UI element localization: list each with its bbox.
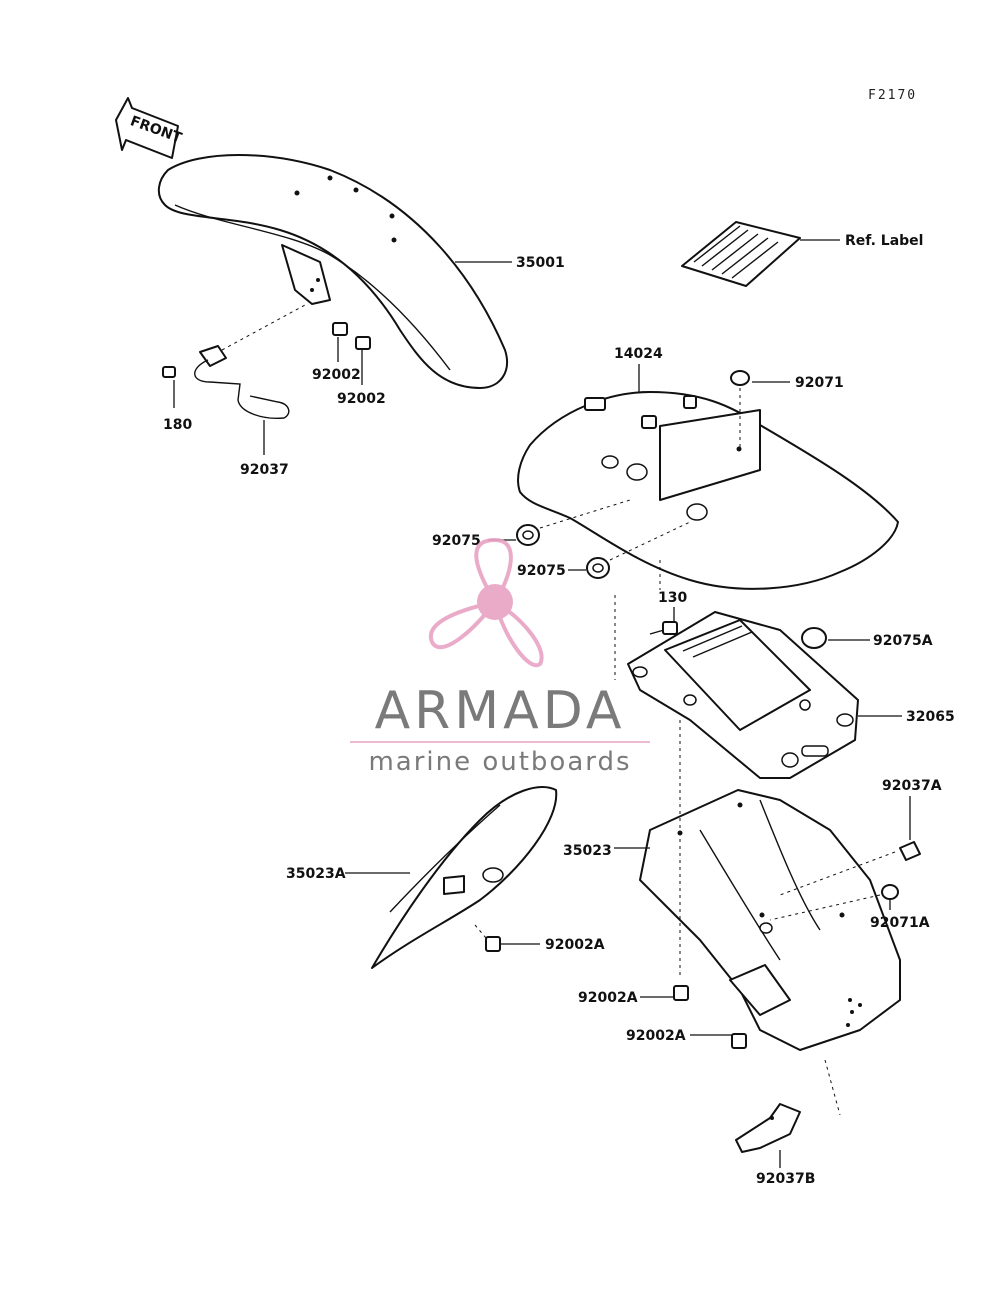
clamp-92037B xyxy=(735,1103,801,1168)
bolt-92002A-b xyxy=(640,985,689,1001)
side-cover-35023A xyxy=(345,786,558,969)
inner-fender-35023 xyxy=(614,720,901,1116)
bolt-92002-a xyxy=(332,322,348,362)
callout-92002A-b: 92002A xyxy=(578,990,638,1006)
grommet-92075-b xyxy=(568,557,610,579)
clip-92037A xyxy=(779,796,921,896)
wire-clamp-92037 xyxy=(194,345,290,455)
callout-ref-label: Ref. Label xyxy=(845,233,923,249)
ref-label-sticker xyxy=(681,221,840,287)
fender-bracket-32065 xyxy=(627,611,902,779)
propeller-icon xyxy=(428,537,544,668)
grommet-92071A xyxy=(769,884,899,921)
callout-92002-b: 92002 xyxy=(337,391,386,407)
front-fender xyxy=(157,154,508,389)
callout-35023A: 35023A xyxy=(286,866,346,882)
callout-92075-a: 92075 xyxy=(432,533,481,549)
watermark-tagline: marine outboards xyxy=(368,747,631,777)
callout-92037: 92037 xyxy=(240,462,289,478)
bolt-92002-b xyxy=(355,336,371,385)
grommet-92071 xyxy=(730,370,790,448)
callout-35001: 35001 xyxy=(516,255,565,271)
bolt-92002A-a xyxy=(474,924,540,952)
callout-92037B: 92037B xyxy=(756,1171,815,1187)
callout-92002A-c: 92002A xyxy=(626,1028,686,1044)
watermark-brand: ARMADA xyxy=(375,681,626,741)
front-arrow: FRONT xyxy=(115,97,184,159)
callout-92002-a: 92002 xyxy=(312,367,361,383)
callout-130: 130 xyxy=(658,590,687,606)
callout-92075-b: 92075 xyxy=(517,563,566,579)
cap-92075A xyxy=(801,627,870,649)
callout-14024: 14024 xyxy=(614,346,663,362)
watermark-logo xyxy=(428,537,544,668)
callout-92071A: 92071A xyxy=(870,915,930,931)
callout-32065: 32065 xyxy=(906,709,955,725)
callout-92071: 92071 xyxy=(795,375,844,391)
screw-180 xyxy=(162,366,176,408)
callout-92075A: 92075A xyxy=(873,633,933,649)
bolt-92002A-c xyxy=(690,1033,747,1049)
callout-92002A-a: 92002A xyxy=(545,937,605,953)
callout-92037A: 92037A xyxy=(882,778,942,794)
callout-35023: 35023 xyxy=(563,843,612,859)
bolt-130 xyxy=(649,607,678,635)
diagram-code: F2170 xyxy=(868,88,917,103)
rear-fender xyxy=(517,364,899,590)
callout-180: 180 xyxy=(163,417,192,433)
